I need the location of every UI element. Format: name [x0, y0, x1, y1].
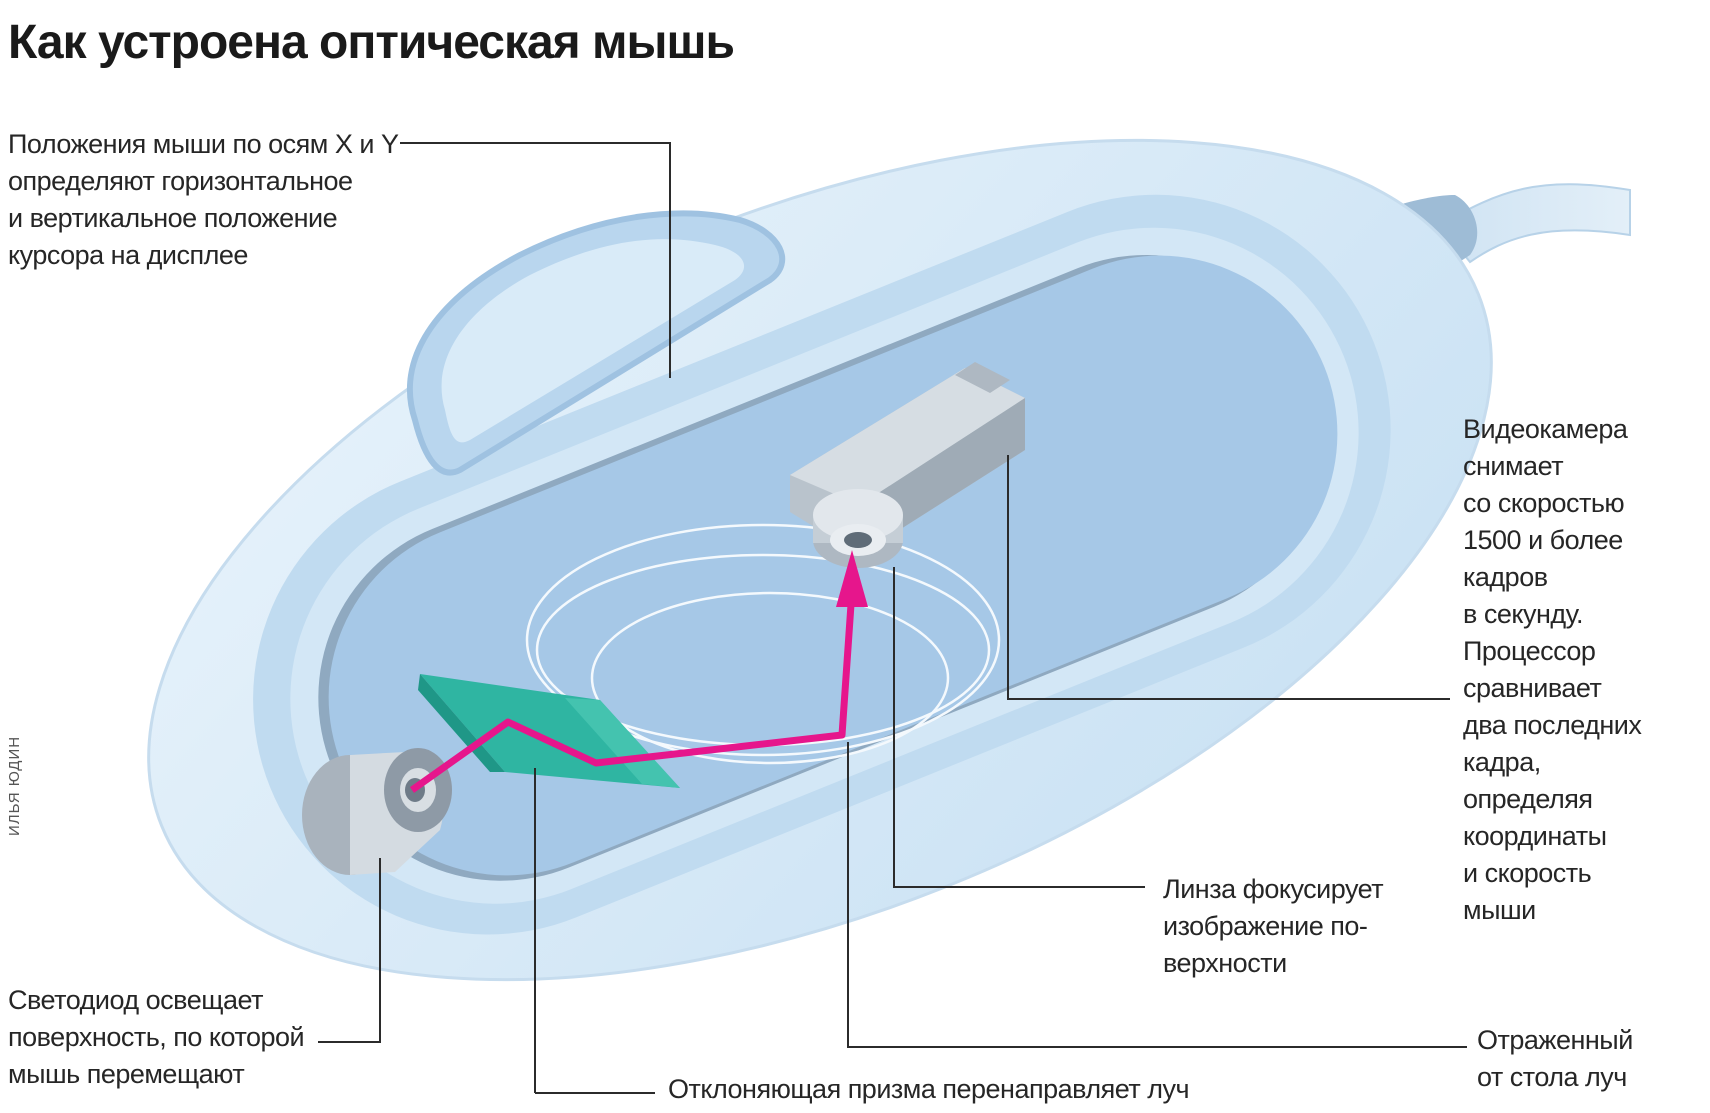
- label-line: Отраженный: [1477, 1022, 1633, 1059]
- label-line: в секунду.: [1463, 596, 1641, 633]
- label-line: кадра,: [1463, 744, 1641, 781]
- label-line: сравнивает: [1463, 670, 1641, 707]
- label-line: кадров: [1463, 559, 1641, 596]
- label-line: 1500 и более: [1463, 522, 1641, 559]
- label-line: и скорость: [1463, 855, 1641, 892]
- label-line: курсора на дисплее: [8, 237, 398, 274]
- label-prism: Отклоняющая призма перенаправляет луч: [668, 1071, 1189, 1108]
- label-line: координаты: [1463, 818, 1641, 855]
- label-line: два последних: [1463, 707, 1641, 744]
- label-xy-axes: Положения мыши по осям X и Y определяют …: [8, 126, 398, 274]
- label-line: поверхность, по которой: [8, 1019, 304, 1056]
- label-line: и вертикальное положение: [8, 200, 398, 237]
- label-line: Видеокамера: [1463, 411, 1641, 448]
- label-line: снимает: [1463, 448, 1641, 485]
- label-line: Процессор: [1463, 633, 1641, 670]
- label-line: Линза фокусирует: [1163, 871, 1383, 908]
- label-line: определяют горизонтальное: [8, 163, 398, 200]
- author-credit: ИЛЬЯ ЮДИН: [6, 736, 23, 836]
- label-line: верхности: [1163, 945, 1383, 982]
- label-line: от стола луч: [1477, 1059, 1633, 1096]
- label-camera: Видеокамера снимает со скоростью 1500 и …: [1463, 411, 1641, 929]
- label-line: определяя: [1463, 781, 1641, 818]
- page-title: Как устроена оптическая мышь: [8, 8, 734, 78]
- label-line: изображение по-: [1163, 908, 1383, 945]
- label-line: мыши: [1463, 892, 1641, 929]
- label-line: мышь перемещают: [8, 1056, 304, 1093]
- label-reflected-beam: Отраженный от стола луч: [1477, 1022, 1633, 1096]
- label-line: Положения мыши по осям X и Y: [8, 126, 398, 163]
- label-line: Светодиод освещает: [8, 982, 304, 1019]
- label-line: со скоростью: [1463, 485, 1641, 522]
- label-led: Светодиод освещает поверхность, по котор…: [8, 982, 304, 1093]
- label-lens: Линза фокусирует изображение по- верхнос…: [1163, 871, 1383, 982]
